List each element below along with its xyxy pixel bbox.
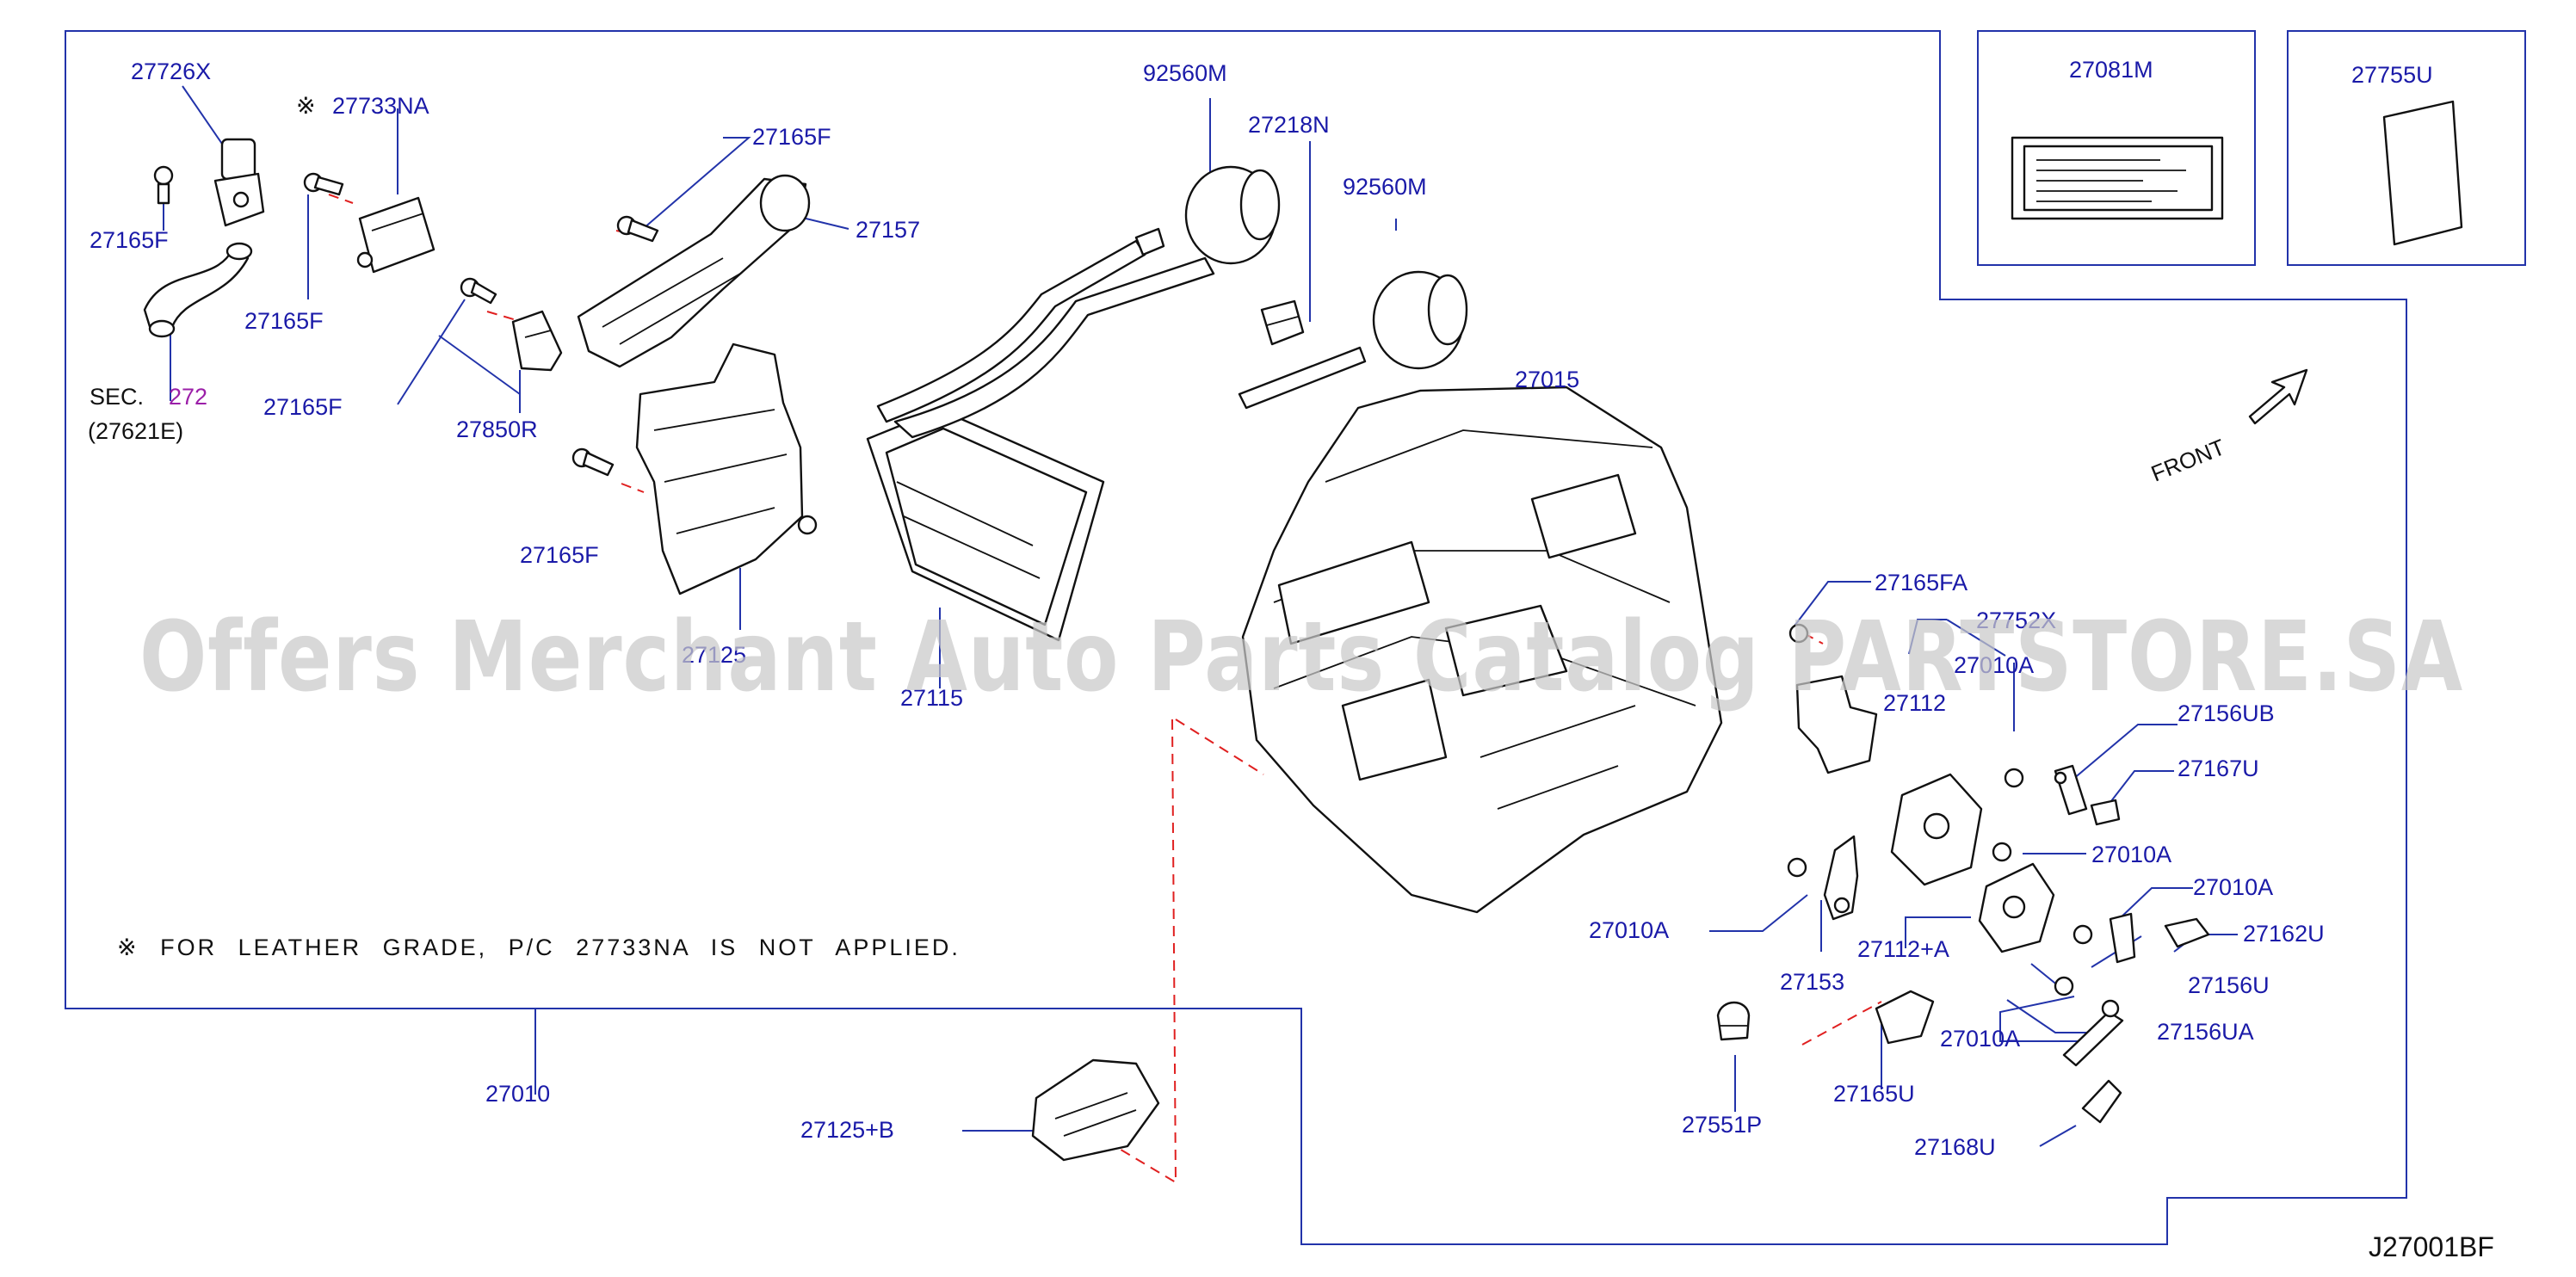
label-27010a-d: 27010A (1589, 917, 1669, 943)
label-27010a-a: 27010A (1954, 652, 2034, 678)
part-27112a-actuator (1978, 862, 2055, 953)
part-27125b-duct (1031, 1058, 1160, 1162)
label-27167u: 27167U (2178, 756, 2259, 781)
part-hose-27621e (143, 242, 253, 338)
diagram-code: J27001BF (2369, 1231, 2494, 1262)
label-27156ub: 27156UB (2178, 700, 2275, 726)
part-27167u-clip (2090, 799, 2121, 826)
label-27755u-box (2287, 30, 2526, 266)
label-27010a-b: 27010A (2091, 842, 2171, 867)
part-27733na-sensor (356, 196, 436, 274)
label-27010a-c: 27010A (2193, 874, 2273, 900)
part-27165u-motor-bracket (1875, 990, 1935, 1045)
part-27168u-lever (2081, 1079, 2122, 1124)
part-27010a-screw-3 (1992, 842, 2012, 862)
section-reference: SEC. 272 (27621E) (88, 384, 207, 444)
label-27165u: 27165U (1833, 1081, 1915, 1107)
label-27115: 27115 (900, 685, 963, 711)
label-27165f-b: 27165F (244, 308, 324, 334)
label-27125: 27125 (682, 642, 746, 668)
label-27726x: 27726X (131, 59, 211, 84)
part-27010a-screw-2 (1787, 857, 1807, 878)
part-27165f-screw-4 (616, 215, 659, 243)
part-27125-duct (635, 342, 818, 595)
label-92560m-a: 92560M (1143, 60, 1227, 86)
label-27551p: 27551P (1682, 1112, 1762, 1138)
part-27165f-screw-5 (571, 447, 615, 477)
label-27755u: 27755U (2351, 62, 2433, 88)
label-27081m: 27081M (2069, 57, 2153, 83)
leather-grade-note: ※ FOR LEATHER GRADE, P/C 27733NA IS NOT … (117, 935, 961, 960)
label-27165f-d: 27165F (752, 124, 831, 150)
part-27081m-label (2011, 136, 2224, 220)
label-27010a-e: 27010A (1940, 1026, 2020, 1052)
front-direction-arrow (2248, 368, 2308, 425)
label-27112a: 27112+A (1857, 936, 1949, 962)
label-27165f-e: 27165F (520, 542, 599, 568)
sec-number: 272 (169, 384, 207, 410)
callout-labels: 27726X ※ 27733NA 27165F 27165F 27165F 27… (90, 57, 2433, 1160)
label-27218n: 27218N (1248, 112, 1330, 138)
part-27755u-filter (2382, 100, 2463, 246)
label-27010: 27010 (485, 1081, 550, 1107)
sec-subnumber: (27621E) (88, 418, 183, 444)
part-27115-heater-core (866, 227, 1367, 642)
part-27015-heater-case (1241, 386, 1723, 914)
part-27218n-clip (1260, 299, 1305, 346)
part-27156u-link (2109, 912, 2136, 964)
label-27157: 27157 (856, 217, 920, 243)
sec-prefix: SEC. (90, 384, 144, 410)
part-27162u-clip (2164, 917, 2210, 948)
label-27165fa: 27165FA (1875, 570, 1968, 595)
label-27015: 27015 (1515, 367, 1579, 392)
label-27165f-c: 27165F (263, 394, 343, 420)
label-27733na-mark: ※ (296, 93, 316, 119)
label-27125b: 27125+B (800, 1117, 894, 1143)
label-27081m-box (1977, 30, 2256, 266)
label-27752x: 27752X (1976, 608, 2056, 633)
label-27168u: 27168U (1914, 1134, 1996, 1160)
label-27733na: 27733NA (332, 93, 429, 119)
part-27010a-screw-5 (2054, 976, 2074, 996)
part-92560m-grommet-1 (1184, 165, 1281, 265)
part-27156ub-link (2054, 764, 2088, 816)
label-27156u: 27156U (2188, 972, 2270, 998)
part-92560m-grommet-2 (1372, 270, 1468, 370)
part-27156ua-link (2062, 999, 2124, 1067)
part-27153-link (1823, 835, 1859, 921)
label-92560m-b: 92560M (1343, 174, 1427, 200)
part-27010a-screw-1 (2004, 768, 2024, 788)
label-27850r: 27850R (456, 416, 538, 442)
leader-lines (163, 85, 2238, 1147)
assembly-boundary-frame (65, 30, 2407, 1245)
part-27752x-bracket (1788, 623, 1878, 774)
label-27112: 27112 (1883, 690, 1946, 716)
label-27156ua: 27156UA (2157, 1019, 2254, 1045)
part-27010a-screw-4 (2073, 924, 2093, 945)
part-27551p-sensor (1716, 1001, 1751, 1041)
part-27726x-valve (213, 138, 265, 227)
part-27165f-screw-2 (303, 172, 344, 196)
part-27165f-screw-1 (153, 165, 174, 205)
watermark-text: Offers Merchant Auto Parts Catalog PARTS… (139, 601, 2463, 713)
front-label: FRONT (2147, 434, 2228, 486)
part-27112-actuator (1890, 773, 1983, 886)
label-27162u: 27162U (2243, 921, 2325, 947)
part-27157-duct (577, 174, 811, 368)
part-27850r-clip (511, 310, 563, 372)
part-27165f-screw-3 (460, 277, 497, 305)
label-27165f-a: 27165F (90, 227, 169, 253)
label-27153: 27153 (1780, 969, 1844, 995)
